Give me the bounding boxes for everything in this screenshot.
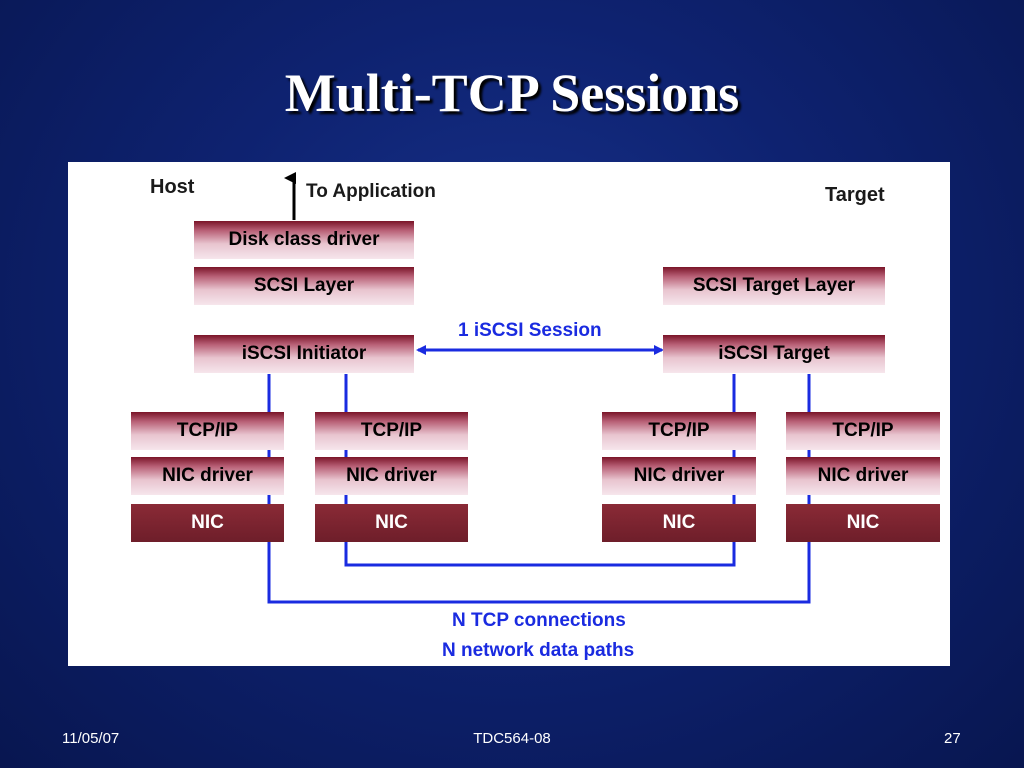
- nic-box-2: NIC: [315, 504, 468, 542]
- nic-driver-box-4: NIC driver: [786, 457, 940, 495]
- host-label: Host: [150, 176, 195, 198]
- n-network-paths-label: N network data paths: [442, 640, 635, 661]
- scsi-target-layer-box: SCSI Target Layer: [663, 267, 885, 305]
- n-tcp-connections-label: N TCP connections: [452, 610, 626, 631]
- iscsi-initiator-box: iSCSI Initiator: [194, 335, 414, 373]
- tcp-ip-box-2: TCP/IP: [315, 412, 468, 450]
- slide-title: Multi-TCP Sessions: [284, 63, 740, 123]
- iscsi-target-box: iSCSI Target: [663, 335, 885, 373]
- nic-box-3: NIC: [602, 504, 756, 542]
- tcp-ip-box-3: TCP/IP: [602, 412, 756, 450]
- tcp-ip-box-4: TCP/IP: [786, 412, 940, 450]
- footer-page-number: 27: [944, 730, 961, 747]
- to-application-label: To Application: [306, 181, 436, 202]
- nic-driver-box-3: NIC driver: [602, 457, 756, 495]
- footer-date: 11/05/07: [62, 730, 120, 747]
- nic-box-1: NIC: [131, 504, 284, 542]
- nic-driver-box-1: NIC driver: [131, 457, 284, 495]
- disk-class-driver-box: Disk class driver: [194, 221, 414, 259]
- nic-driver-box-2: NIC driver: [315, 457, 468, 495]
- nic-box-4: NIC: [786, 504, 940, 542]
- iscsi-session-label: 1 iSCSI Session: [458, 320, 602, 341]
- target-label: Target: [825, 184, 885, 206]
- scsi-layer-box: SCSI Layer: [194, 267, 414, 305]
- diagram-panel: Host To Application Target Disk class dr…: [68, 162, 950, 666]
- footer-course: TDC564-08: [473, 730, 551, 747]
- tcp-ip-box-1: TCP/IP: [131, 412, 284, 450]
